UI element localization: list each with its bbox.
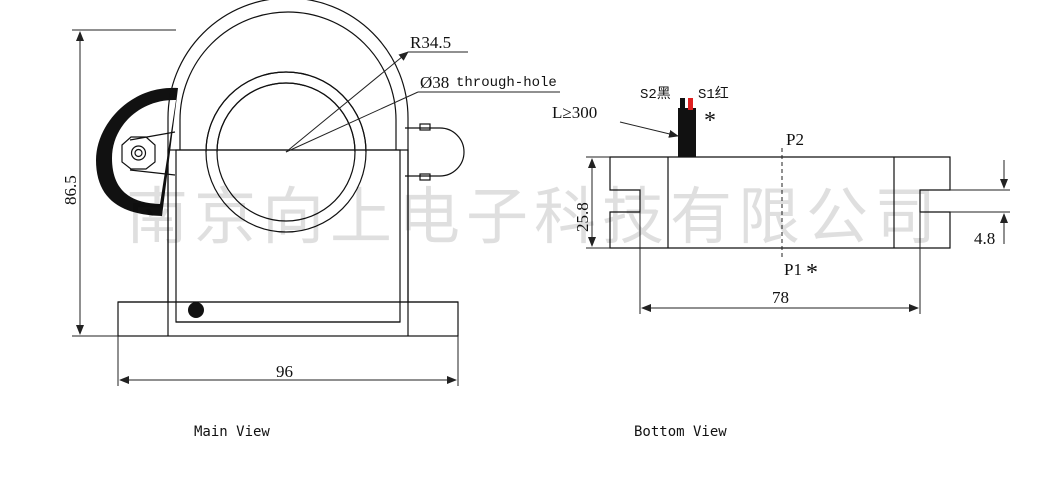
body-height-label: 25.8 xyxy=(573,202,592,232)
main-view: R34.5 Ø38 through-hole 86.5 96 Main View xyxy=(61,0,560,440)
wire-s1-label: S1红 xyxy=(698,86,729,103)
hole-diameter-label: Ø38 xyxy=(420,73,449,92)
p2-label: P2 xyxy=(786,130,804,149)
hole-note-label: through-hole xyxy=(456,75,557,91)
length-dimension-label: 78 xyxy=(772,288,789,307)
lead-length-label: L≥300 xyxy=(552,103,597,122)
wire-s1-red xyxy=(688,98,693,110)
lead-wire-bundle xyxy=(678,108,696,157)
watermark-text: 南京向上电子科技有限公司 xyxy=(126,180,942,253)
bottom-view-caption: Bottom View xyxy=(634,424,727,440)
polarity-dot xyxy=(188,302,204,318)
hex-nut-icon xyxy=(121,136,156,170)
p1-label: P1 xyxy=(784,260,802,279)
p1-polarity-mark: * xyxy=(806,260,818,286)
height-dimension-label: 86.5 xyxy=(61,175,80,205)
s1-polarity-mark: * xyxy=(704,108,716,134)
main-view-caption: Main View xyxy=(194,424,270,440)
radius-label: R34.5 xyxy=(410,33,451,52)
wire-s2-label: S2黑 xyxy=(640,87,671,103)
wire-s2-black xyxy=(680,98,685,110)
width-dimension-label: 96 xyxy=(276,362,293,381)
slot-width-label: 4.8 xyxy=(974,229,995,248)
bottom-view: S2黑 S1红 * L≥300 P2 P1 * 25.8 4.8 78 Bott… xyxy=(552,86,1010,440)
